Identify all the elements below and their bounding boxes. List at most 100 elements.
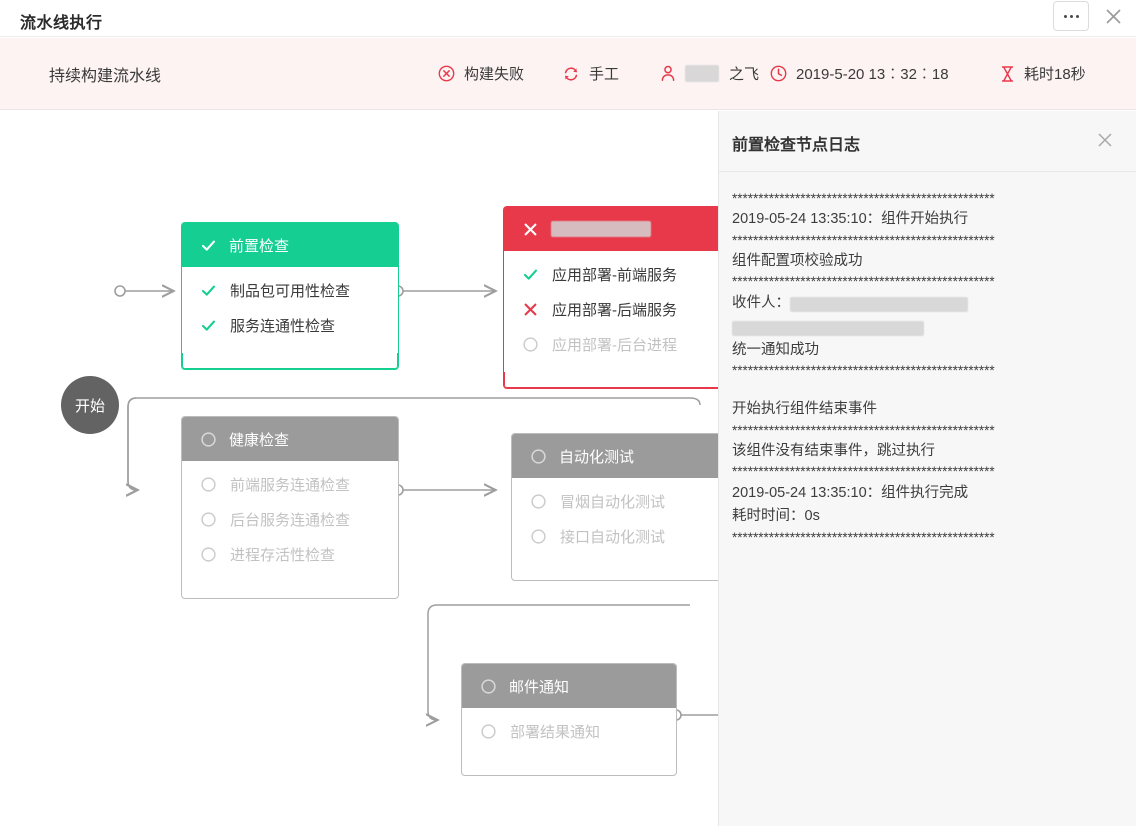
circle-icon: [201, 512, 216, 527]
trigger-type: 手工: [562, 63, 619, 84]
circle-icon: [481, 678, 496, 694]
node-step[interactable]: 部署结果通知: [462, 714, 676, 749]
start-node-label: 开始: [74, 397, 105, 415]
node-body: 制品包可用性检查 服务连通性检查: [182, 267, 398, 353]
build-duration-text: 耗时18秒: [1024, 66, 1086, 83]
log-text-line: 该组件没有结束事件，跳过执行: [732, 443, 935, 459]
node-step[interactable]: 服务连通性检查: [182, 308, 398, 343]
node-step[interactable]: 进程存活性检查: [182, 537, 398, 572]
build-status-badge: 构建失败: [438, 63, 524, 84]
pipeline-canvas[interactable]: 开始 前置检查 制品包可用性检查 服务连通性检查 应用部署-前端: [0, 111, 718, 826]
check-icon: [201, 320, 216, 331]
pipeline-node-precheck[interactable]: 前置检查 制品包可用性检查 服务连通性检查: [181, 222, 399, 370]
output-port: [114, 285, 126, 297]
close-icon: [1098, 133, 1112, 147]
error-circle-icon: [438, 65, 455, 82]
log-text-line: 2019-05-24 13:35:10：组件开始执行: [732, 211, 969, 228]
node-header: 健康检查: [182, 417, 398, 461]
node-step[interactable]: 前端服务连通检查: [182, 467, 398, 502]
pipeline-name: 持续构建流水线: [49, 68, 162, 85]
check-icon: [201, 240, 216, 251]
node-step[interactable]: 制品包可用性检查: [182, 273, 398, 308]
node-step-label: 部署结果通知: [510, 724, 601, 741]
more-options-button[interactable]: [1053, 1, 1089, 31]
close-icon: [524, 223, 537, 235]
log-content[interactable]: ****************************************…: [719, 172, 1136, 826]
recipient-email-suffix: [968, 295, 972, 311]
log-separator: ****************************************…: [732, 232, 995, 248]
recipient-email-redaction: [790, 297, 968, 313]
node-step-label: 应用部署-前端服务: [552, 267, 677, 284]
window-titlebar: 流水线执行: [0, 0, 1136, 37]
user-icon: [660, 65, 676, 82]
log-text-line: 组件配置项校验成功: [732, 252, 863, 269]
build-time: 2019-5-20 13︰32︰18: [770, 63, 949, 84]
node-header: 邮件通知: [462, 664, 676, 708]
node-step[interactable]: 应用部署-前端服务: [504, 257, 718, 292]
node-step-label: 冒烟自动化测试: [560, 494, 666, 511]
trigger-type-text: 手工: [589, 66, 620, 83]
circle-icon: [531, 448, 546, 464]
node-body: 部署结果通知: [462, 708, 676, 759]
node-header: 自动化测试: [512, 434, 718, 478]
log-text-line: 开始执行组件结束事件: [732, 401, 877, 418]
node-step[interactable]: 应用部署-后端服务: [504, 292, 718, 327]
page-title: 流水线执行: [20, 15, 103, 32]
node-step-label: 进程存活性检查: [230, 547, 336, 564]
check-icon: [523, 269, 538, 280]
log-recipients-line: 收件人：: [732, 292, 1123, 339]
node-header: [504, 207, 718, 251]
circle-icon: [523, 337, 538, 352]
start-node[interactable]: 开始: [61, 376, 119, 434]
node-step[interactable]: 应用部署-后台进程: [504, 327, 718, 362]
log-text-line: 统一通知成功: [732, 341, 819, 358]
ellipsis-icon: [1063, 14, 1079, 18]
log-panel-header: 前置检查节点日志: [719, 111, 1136, 172]
node-step[interactable]: 接口自动化测试: [512, 519, 718, 554]
node-step-label: 前端服务连通检查: [230, 477, 351, 494]
pipeline-node-mail[interactable]: 邮件通知 部署结果通知: [461, 663, 677, 776]
log-separator: ****************************************…: [732, 464, 995, 480]
log-panel-close-button[interactable]: [1094, 129, 1116, 151]
log-separator: ****************************************…: [732, 191, 995, 206]
node-step-label: 应用部署-后台进程: [552, 337, 677, 354]
build-duration: 耗时18秒: [1000, 63, 1086, 84]
log-separator: ****************************************…: [732, 363, 995, 379]
circle-icon: [481, 724, 496, 739]
recipient-email-redaction: [732, 320, 924, 336]
log-panel-title: 前置检查节点日志: [732, 137, 861, 154]
log-separator: ****************************************…: [732, 422, 995, 438]
circle-icon: [531, 494, 546, 509]
node-step[interactable]: 冒烟自动化测试: [512, 484, 718, 519]
node-title: 邮件通知: [509, 678, 570, 696]
pipeline-connectors: [114, 111, 718, 826]
node-body: 应用部署-前端服务 应用部署-后端服务 应用部署-后台进程: [504, 251, 718, 372]
node-step[interactable]: 后台服务连通检查: [182, 502, 398, 537]
circle-icon: [201, 547, 216, 562]
check-icon: [201, 285, 216, 296]
node-step-label: 制品包可用性检查: [230, 283, 351, 300]
user-name-redaction: [685, 65, 719, 82]
close-icon: [524, 303, 537, 316]
node-step-label: 后台服务连通检查: [230, 512, 351, 529]
node-step-label: 应用部署-后端服务: [552, 302, 677, 319]
log-blank-line: [732, 380, 1123, 398]
node-title-redaction: [551, 221, 651, 237]
log-text-line: 2019-05-24 13:35:10：组件执行完成: [732, 484, 969, 501]
close-icon: [1105, 8, 1121, 24]
pipeline-node-deploy[interactable]: 应用部署-前端服务 应用部署-后端服务 应用部署-后台进程: [503, 206, 718, 389]
pipeline-node-autotest[interactable]: 自动化测试 冒烟自动化测试 接口自动化测试: [511, 433, 718, 581]
build-status-text: 构建失败: [464, 66, 525, 83]
node-title: 自动化测试: [559, 448, 635, 466]
node-log-panel: 前置检查节点日志 *******************************…: [718, 111, 1136, 826]
node-title: 健康检查: [229, 431, 290, 449]
circle-icon: [531, 529, 546, 544]
node-body: 前端服务连通检查 后台服务连通检查 进程存活性检查: [182, 461, 398, 582]
pipeline-node-health[interactable]: 健康检查 前端服务连通检查 后台服务连通检查 进程存活性检查: [181, 416, 399, 599]
node-step-label: 服务连通性检查: [230, 318, 336, 335]
triggered-by-user: 之飞: [660, 63, 759, 84]
circle-icon: [201, 477, 216, 492]
log-text-line: 耗时时间：0s: [732, 508, 820, 525]
refresh-icon: [562, 65, 580, 83]
window-close-button[interactable]: [1099, 2, 1127, 30]
